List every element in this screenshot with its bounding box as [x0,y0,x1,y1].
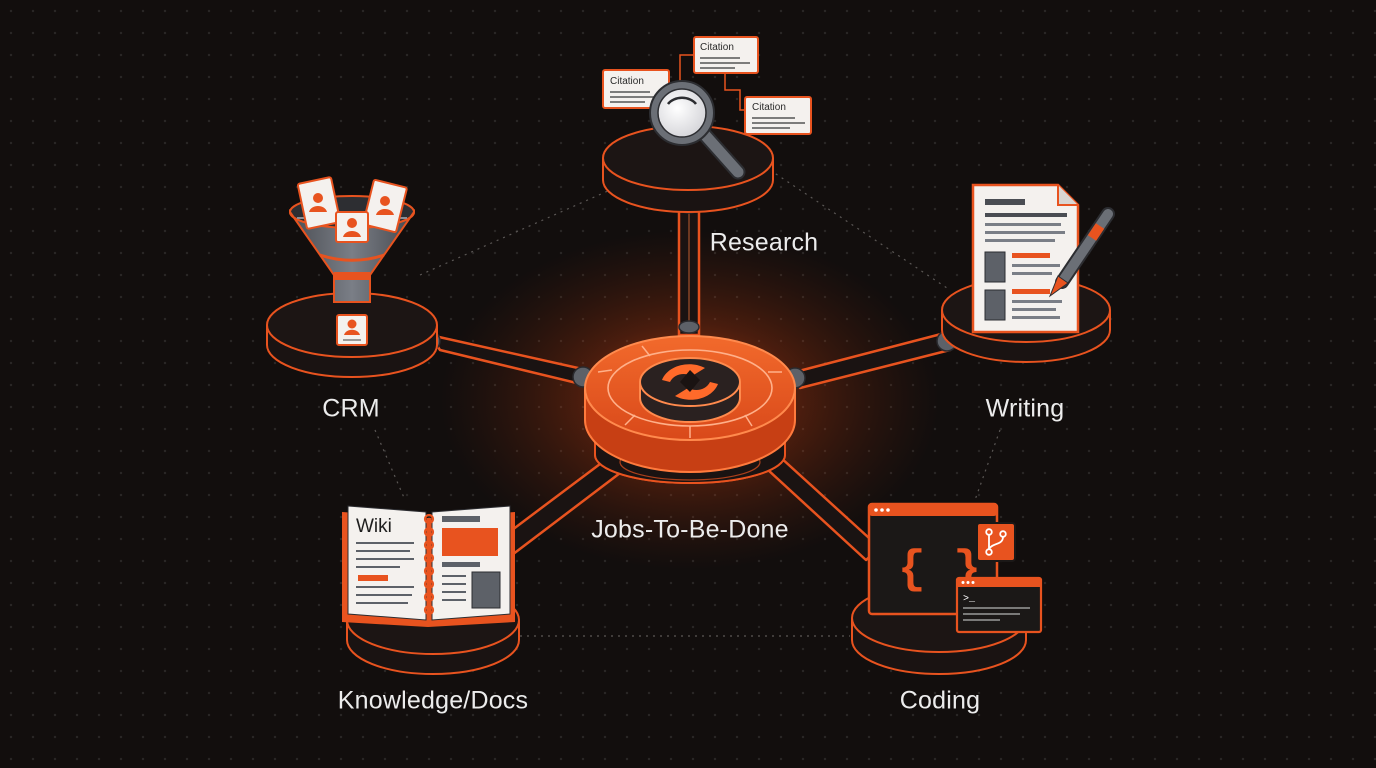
node-crm [266,176,438,378]
writing-label: Writing [985,394,1065,423]
citation-text: Citation [610,76,644,87]
terminal-prompt: >_ [963,594,976,605]
hub-logo-icon [662,364,718,400]
wiki-title: Wiki [356,516,392,537]
citation-text: Citation [700,42,734,53]
guide-lines [374,169,1001,637]
research-label: Research [709,228,819,257]
document-icon [971,183,1080,334]
node-research: Citation Citation Citation [602,36,812,213]
guide-writing-coding [974,429,1001,501]
spoke-research [677,208,701,337]
hub-label: Jobs-To-Be-Done [591,515,789,544]
hub-platform [584,335,796,484]
book-icon: Wiki [342,505,515,627]
citation-card: Citation [744,96,812,135]
terminal-window-icon: >_ [955,576,1043,634]
knowledge-label: Knowledge/Docs [337,686,529,715]
contact-card [335,211,369,243]
guide-research-writing [769,169,951,291]
book-binding-rings [423,513,435,616]
node-writing [941,183,1115,363]
git-branch-icon [976,522,1016,562]
contact-card [336,314,368,346]
citation-text: Citation [752,102,786,113]
guide-crm-knowledge [374,429,406,501]
contact-card [296,176,342,230]
coding-label: Coding [899,686,981,715]
node-coding: { } >_ [851,502,1043,675]
contact-card [362,178,408,234]
pen-icon [1048,207,1115,298]
magnifying-glass-icon [649,80,746,180]
citation-card: Citation [693,36,759,74]
crm-label: CRM [322,394,380,423]
node-knowledge: Wiki [342,505,520,675]
